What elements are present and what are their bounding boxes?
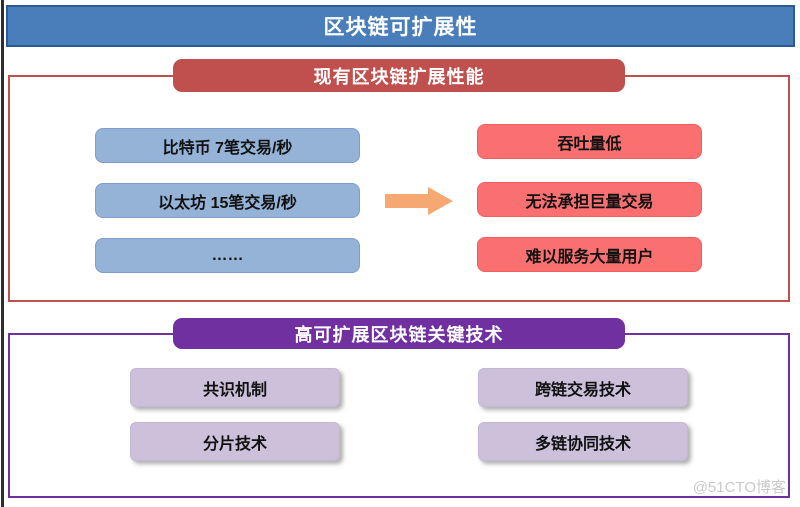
multi-chain-tech-box: 多链协同技术	[478, 422, 688, 461]
key-tech-header-label: 高可扩展区块链关键技术	[294, 324, 504, 345]
bitcoin-tps-label: 比特币 7笔交易/秒	[162, 139, 293, 157]
sharding-tech-label: 分片技术	[202, 435, 267, 453]
left-edge-divider	[1, 0, 4, 507]
multi-chain-tech-label: 多链协同技术	[534, 435, 631, 453]
cross-chain-tech-box: 跨链交易技术	[478, 368, 688, 407]
consensus-mechanism-label: 共识机制	[202, 381, 267, 399]
title-bar: 区块链可扩展性	[6, 5, 795, 47]
key-tech-frame	[8, 333, 790, 498]
watermark: @51CTO博客	[692, 479, 786, 496]
ethereum-tps-label: 以太坊 15笔交易/秒	[158, 194, 297, 212]
page-title: 区块链可扩展性	[323, 16, 478, 39]
cannot-handle-volume-label: 无法承担巨量交易	[525, 193, 654, 211]
cannot-handle-volume-box: 无法承担巨量交易	[477, 182, 702, 217]
cross-chain-tech-label: 跨链交易技术	[534, 381, 631, 399]
key-tech-header: 高可扩展区块链关键技术	[173, 318, 625, 349]
hard-to-serve-users-label: 难以服务大量用户	[525, 248, 654, 266]
hard-to-serve-users-box: 难以服务大量用户	[477, 237, 702, 272]
ethereum-tps-box: 以太坊 15笔交易/秒	[95, 183, 360, 218]
ellipsis-box: ……	[95, 238, 360, 273]
right-arrow-icon	[385, 187, 453, 215]
current-performance-header-label: 现有区块链扩展性能	[313, 66, 485, 87]
low-throughput-label: 吞吐量低	[557, 135, 622, 153]
low-throughput-box: 吞吐量低	[477, 124, 702, 159]
bitcoin-tps-box: 比特币 7笔交易/秒	[95, 128, 360, 163]
sharding-tech-box: 分片技术	[130, 422, 340, 461]
ellipsis-label: ……	[211, 246, 244, 264]
current-performance-header: 现有区块链扩展性能	[173, 59, 625, 92]
consensus-mechanism-box: 共识机制	[130, 368, 340, 407]
